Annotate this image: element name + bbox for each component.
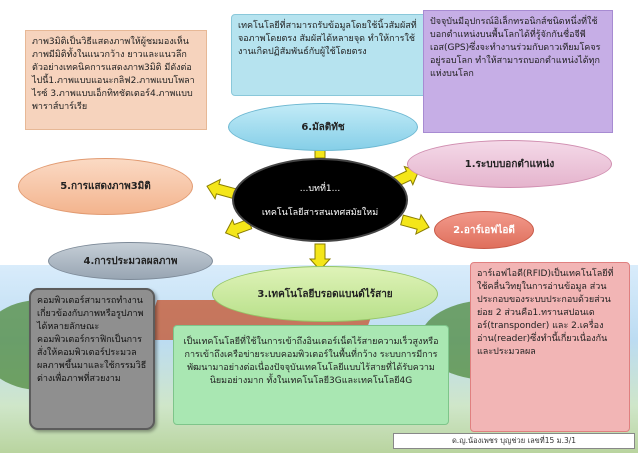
rfid-description: อาร์เอฟไอดี(RFID)เป็นเทคโนโลยีที่ใช้คลื่… [470,262,630,432]
topic-broadband-label: 3.เทคโนโลยีบรอดแบนด์ไร้สาย [257,288,393,300]
arrow-to-rfid [400,213,430,236]
topic-rfid-label: 2.อาร์เอฟไอดี [453,224,515,236]
topic-rfid: 2.อาร์เอฟไอดี [434,211,534,249]
multitouch-description: เทคโนโลยีที่สามารถรับข้อมูลโดยใช้นิ้วสัม… [231,14,427,96]
topic-multitouch: 6.มัลติทัช [228,103,418,151]
central-topic-chapter: ...บทที่1... [299,184,341,194]
broadband-description: เป็นเทคโนโลยีที่ใช้ในการเข้าถึงอินเตอร์เ… [173,325,449,425]
arrow-to-broadband [308,243,332,271]
topic-three-d-label: 5.การแสดงภาพ3มิติ [60,181,151,192]
image-processing-description: คอมพิวเตอร์สามารถทำงานเกี่ยวข้องกับภาพหร… [29,288,155,430]
topic-broadband: 3.เทคโนโลยีบรอดแบนด์ไร้สาย [212,266,438,322]
topic-image-processing: 4.การประมวลผลภาพ [48,242,213,280]
topic-image-processing-label: 4.การประมวลผลภาพ [83,255,178,267]
topic-three-d: 5.การแสดงภาพ3มิติ [18,158,193,215]
author-credit: ด.ญ.น้องเพชร บุญช่วย เลขที่15 ม.3/1 [393,433,635,449]
central-topic-title: เทคโนโลยีสารสนเทศสมัยใหม่ [261,208,379,218]
gps-description: ปัจจุบันมีอุปกรณ์อิเล็กทรอนิกส์ชนิดหนึ่ง… [423,10,613,133]
topic-gps: 1.ระบบบอกตำแหน่ง [407,140,612,188]
central-topic: ...บทที่1... เทคโนโลยีสารสนเทศสมัยใหม่ [232,158,408,242]
topic-gps-label: 1.ระบบบอกตำแหน่ง [464,158,555,170]
topic-multitouch-label: 6.มัลติทัช [301,121,345,133]
three-d-description: ภาพ3มิติเป็นวิธีแสดงภาพให้ผู้ชมมองเห็นภา… [25,30,207,130]
